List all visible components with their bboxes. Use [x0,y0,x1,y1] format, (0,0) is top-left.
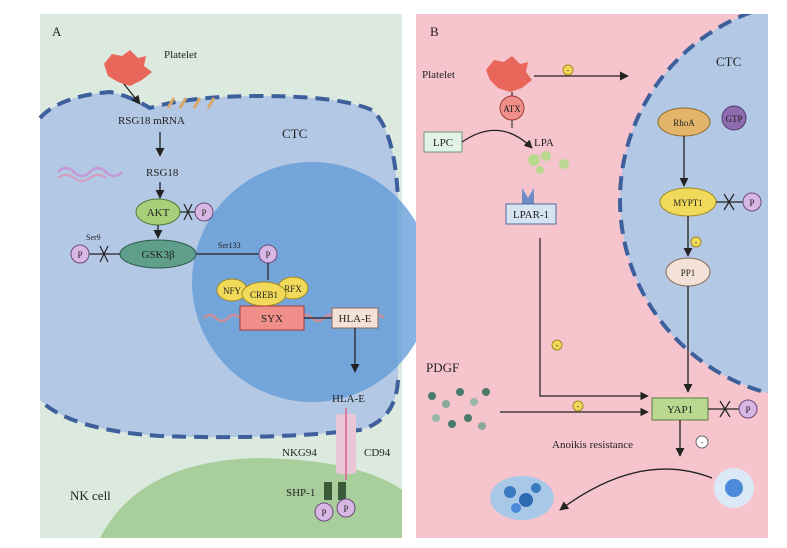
nk-cell-label: NK cell [70,488,111,503]
lpc-to-lpa-arrow [461,129,533,149]
rsg18-protein-wave-2 [57,174,107,182]
panel-a-letter: A [52,24,62,39]
cd94-label: CD94 [364,447,391,459]
gsk3b-label: GSK3β [141,249,175,261]
ser133-label: Ser133 [218,241,241,250]
ctc-to-cluster-arrow [559,468,713,511]
lpar1-to-yap1-arrow [539,238,649,401]
ser9-label: Ser9 [86,233,101,242]
rfx-label: RFX [284,284,302,294]
platelet-b-label: Platelet [422,69,455,81]
hla-e-gene-label: HLA-E [339,313,372,325]
mypt1-p-cross-2 [723,193,735,211]
shp1-block-2 [338,482,346,500]
atx-label: ATX [503,104,521,114]
nfy-label: NFY [223,286,242,296]
platelet-b-icon [486,56,532,92]
shp1-phospho-2 [336,498,356,518]
lpar1-label: LPAR-1 [513,209,549,221]
shp1-label: SHP-1 [286,487,315,499]
yap1-phospho-label: P [745,405,750,415]
shp1-phospho-1-label: P [321,508,326,518]
creb-phospho-label: P [265,250,270,260]
syx-label: SYX [261,313,283,325]
ctc-cluster [490,476,554,520]
akt-label: AKT [147,207,170,219]
akt-p-cross-2 [183,203,193,221]
ctc-membrane-b [618,14,768,396]
akt-phospho [194,202,214,222]
ctc-label-b: CTC [716,54,741,69]
gsk-ser9-cross-2 [99,245,109,263]
mypt1-phospho-label: P [749,198,754,208]
panel-b-letter: B [430,24,439,39]
pdgf-molecules [428,388,490,430]
panel-a: A NK cell Platelet RSG18 mRNA CTC RSG18 [38,14,432,538]
minus-badge-5 [695,435,709,449]
hla-e-surface-label: HLA-E [332,393,365,405]
platelet-arrow [123,83,141,105]
platelet-icon [104,50,152,86]
ctc-label-a: CTC [282,126,307,141]
yap1-phospho [738,399,758,419]
lpc-label: LPC [433,137,453,149]
minus-3: - [695,238,698,247]
rsg18-mrna-label: RSG18 mRNA [118,115,185,127]
lpa-label: LPA [534,137,554,149]
shp1-phospho-2-label: P [343,504,348,514]
mypt1-phospho [742,192,762,212]
rsg18-label: RSG18 [146,167,179,179]
anoikis-label: Anoikis resistance [552,439,633,451]
yap1-p-cross-2 [719,400,731,418]
lpar1-receptor-icon [522,188,534,204]
ctc-membrane-top [38,89,400,201]
yap1-label: YAP1 [667,404,693,416]
akt-phospho-label: P [201,208,206,218]
minus-badge-2 [551,339,563,351]
pdgf-label: PDGF [426,360,459,375]
rhoa-label: RhoA [673,118,695,128]
ctc-membrane-bottom [38,379,400,440]
pp1-label: PP1 [681,268,696,278]
minus-5: - [701,438,704,447]
gtp-label: GTP [725,114,742,124]
rsg18-protein-wave [57,166,123,178]
lpa-molecules [528,151,569,174]
panel-b: B CTC Platelet - ATX LPC LPA LPAR-1 - [416,14,768,538]
gtp-node [721,105,747,131]
shp1-block-1 [324,482,332,500]
lpar1-box [505,203,557,225]
mypt1-label: MYPT1 [673,198,703,208]
minus-badge-1 [562,64,574,76]
minus-badge-3 [690,236,702,248]
gsk-phospho [70,244,90,264]
nkg94-label: NKG94 [282,447,317,459]
nucleus [192,162,432,402]
gsk-phospho-label: P [77,250,82,260]
minus-1: - [567,66,570,75]
minus-badge-4 [572,400,584,412]
platelet-label: Platelet [164,49,197,61]
mrna-strands [166,97,216,109]
creb1-label: CREB1 [250,290,278,300]
shp1-phospho-1 [314,502,334,522]
single-ctc-nucleus [725,479,743,497]
minus-2: - [556,341,559,350]
minus-4: - [577,402,580,411]
